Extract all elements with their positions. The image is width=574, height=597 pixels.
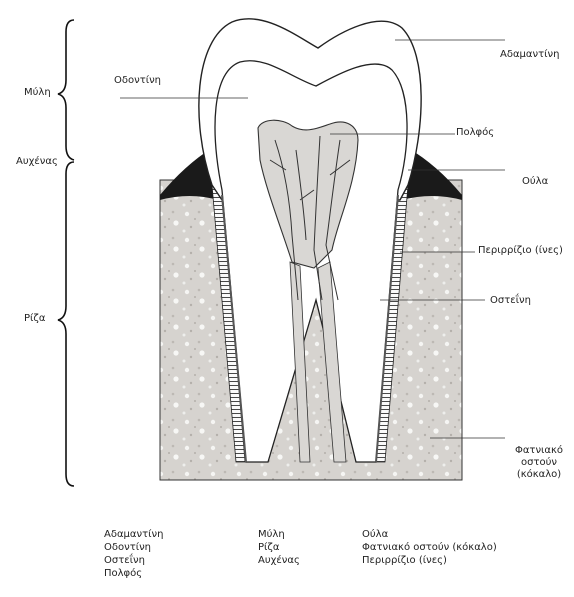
region-neck-label: Αυχένας [16,156,58,168]
word-bank-item: Αυχένας [258,554,300,567]
word-bank-column-2: Μύλη Ρίζα Αυχένας [258,528,300,567]
pulp-label: Πολφός [456,127,494,139]
bone-label-line1: Φατνιακό [508,445,570,457]
word-bank-item: Αδαμαντίνη [104,528,163,541]
word-bank-column-3: Ούλα Φατνιακό οστούν (κόκαλο) Περιρρίζιο… [362,528,497,567]
bone-label-line3: (κόκαλο) [508,469,570,481]
word-bank-item: Ούλα [362,528,497,541]
cementum-label: Οστεΐνη [490,295,531,307]
word-bank-item: Φατνιακό οστούν (κόκαλο) [362,541,497,554]
word-bank-item: Μύλη [258,528,300,541]
region-root-label: Ρίζα [24,313,45,325]
enamel-label: Αδαμαντίνη [500,49,559,61]
word-bank-item: Οστεΐνη [104,554,163,567]
word-bank-item: Πολφός [104,567,163,580]
region-crown-label: Μύλη [24,87,51,99]
region-brace [58,20,74,486]
word-bank-item: Οδοντίνη [104,541,163,554]
periodontal-label: Περιρρίζιο (ίνες) [478,245,563,257]
gum-label: Ούλα [522,176,548,188]
bone-label: Φατνιακό οστούν (κόκαλο) [508,445,570,481]
bone-label-line2: οστούν [508,457,570,469]
word-bank-item: Περιρρίζιο (ίνες) [362,554,497,567]
dentin-label: Οδοντίνη [114,75,161,87]
word-bank-item: Ρίζα [258,541,300,554]
word-bank-column-1: Αδαμαντίνη Οδοντίνη Οστεΐνη Πολφός [104,528,163,580]
